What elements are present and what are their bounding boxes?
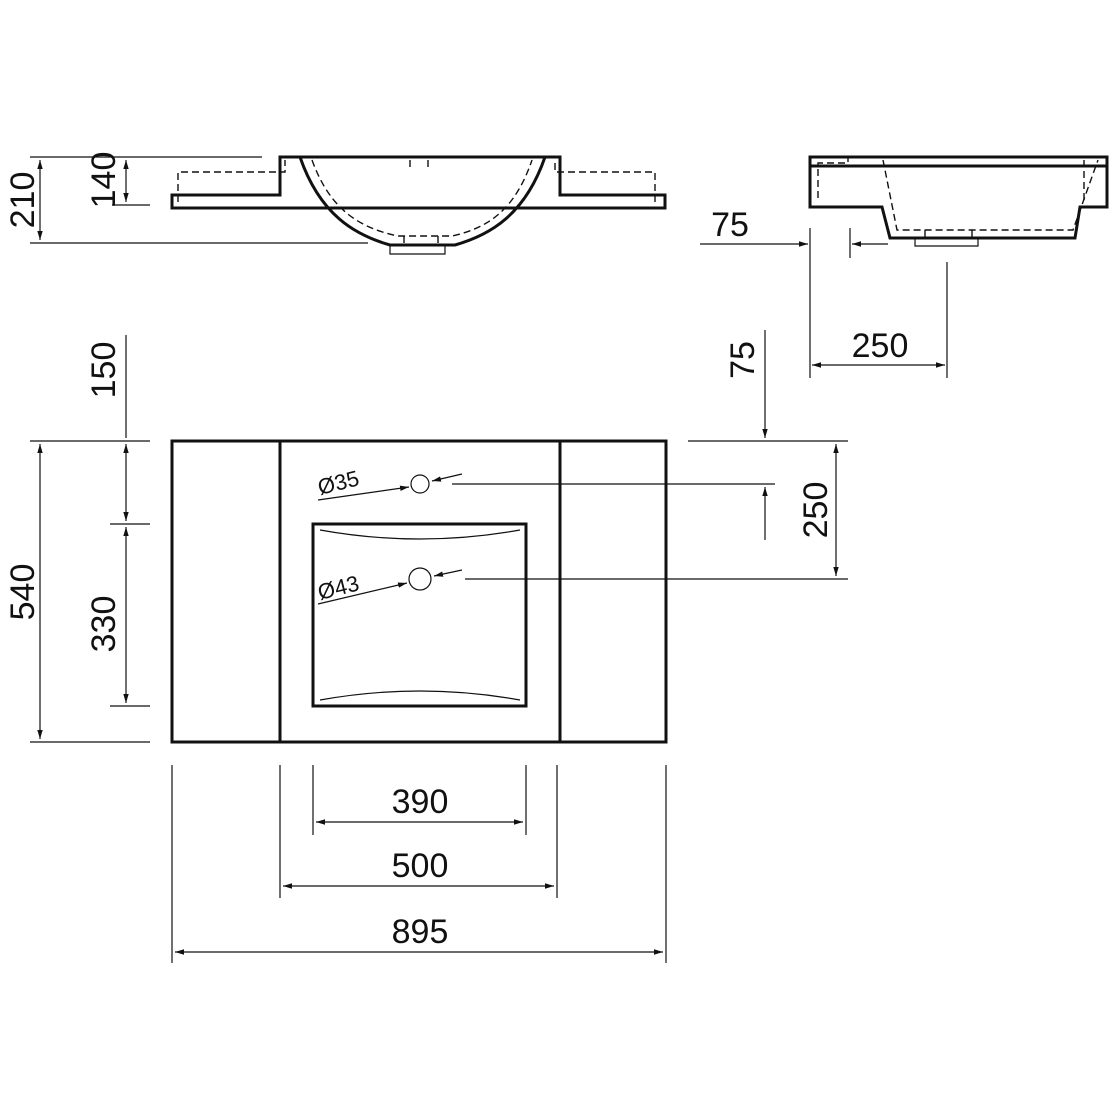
dim-140-label: 140 — [85, 152, 123, 209]
front-elevation-view — [170, 155, 667, 255]
drain-diameter-label: Ø43 — [315, 571, 361, 605]
dim-75-side-label: 75 — [711, 206, 749, 244]
side-dimension-lines — [700, 228, 948, 378]
dim-330-label: 330 — [85, 596, 123, 653]
dim-500-label: 500 — [392, 847, 449, 885]
dim-75-plan-label: 75 — [724, 341, 762, 379]
plan-right-dimension-lines — [688, 330, 848, 576]
plan-view — [170, 439, 848, 744]
dim-210-label: 210 — [4, 172, 42, 229]
dim-150-label: 150 — [85, 342, 123, 399]
dim-895-label: 895 — [392, 913, 449, 951]
drain-hole-icon — [408, 567, 432, 591]
plan-bottom-dimension-lines — [171, 765, 667, 963]
dim-540-label: 540 — [4, 564, 42, 621]
side-elevation-view — [808, 155, 1109, 247]
dim-250-side-label: 250 — [852, 327, 909, 365]
tap-hole-icon — [410, 474, 430, 494]
front-dimension-lines — [30, 156, 368, 244]
dim-250-plan-label: 250 — [797, 482, 835, 539]
plan-left-dimension-lines — [30, 335, 150, 743]
dim-390-label: 390 — [392, 783, 449, 821]
